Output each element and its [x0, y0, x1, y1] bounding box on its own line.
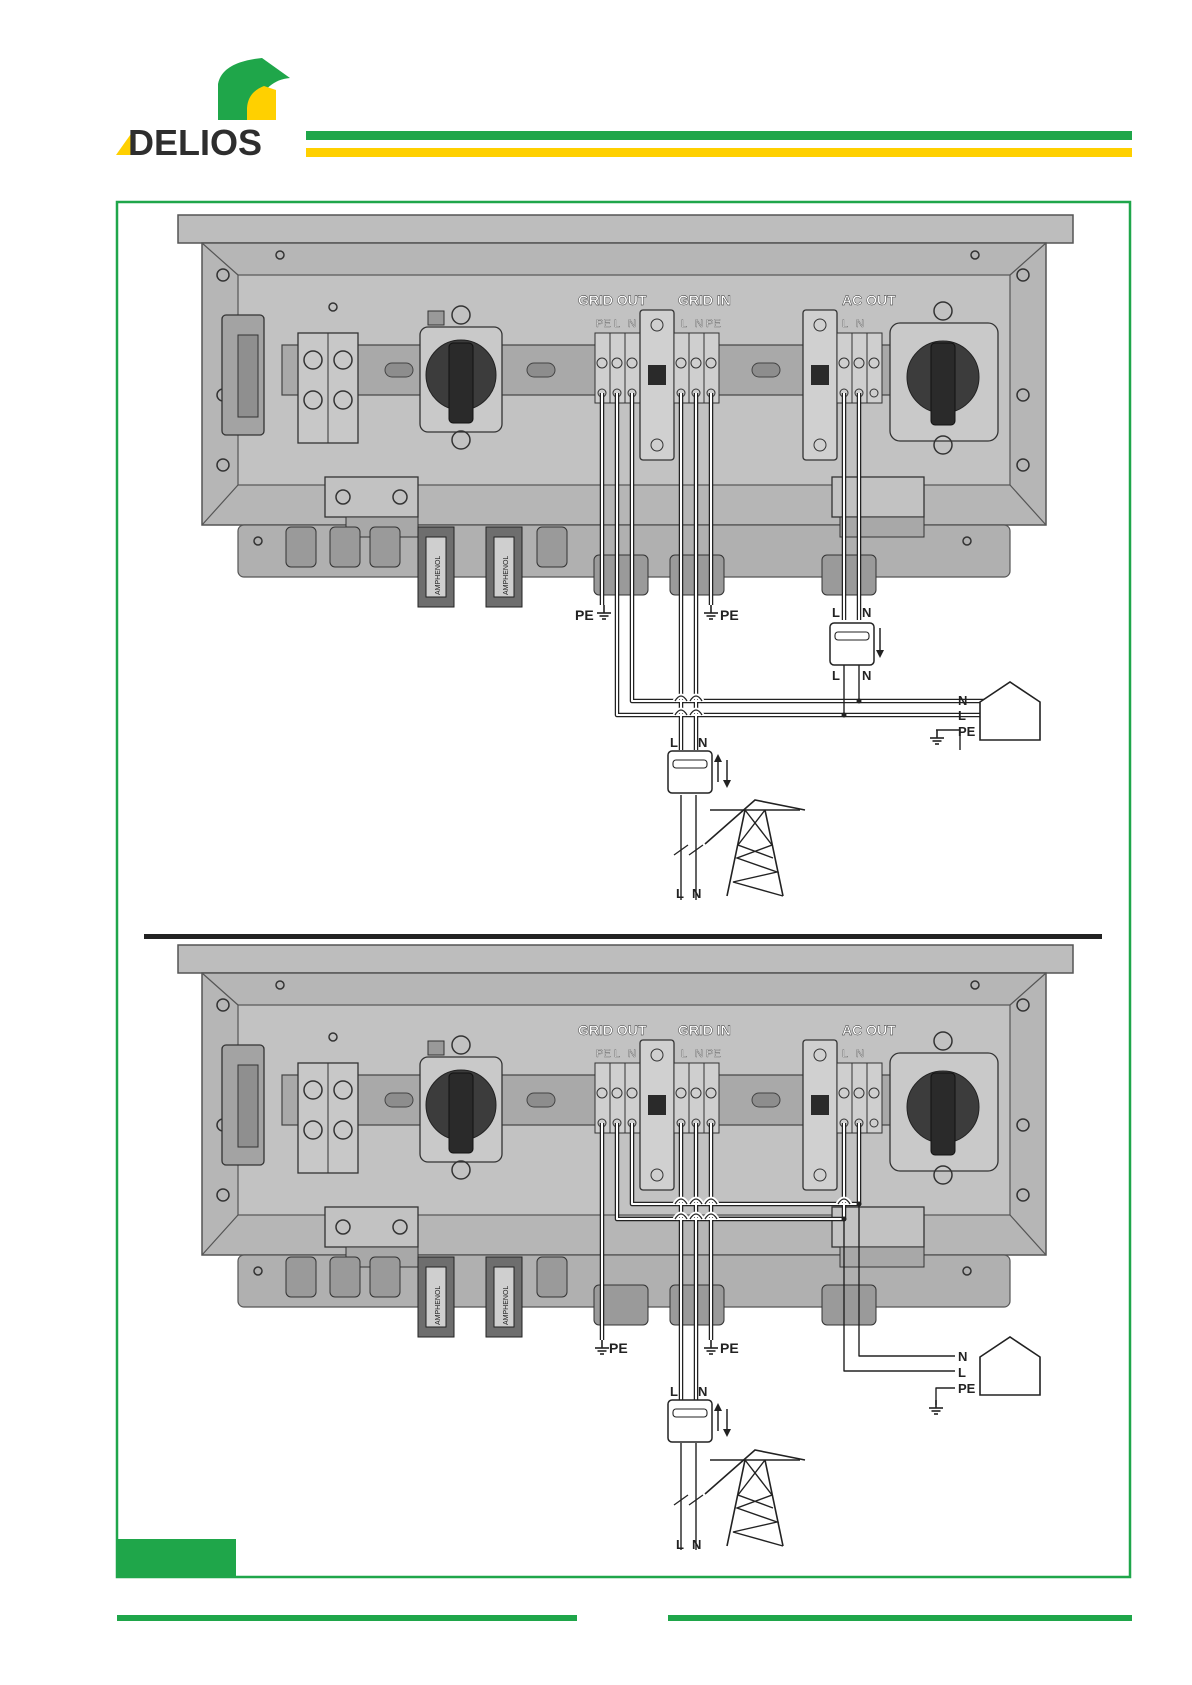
top-grid-bottom-n: N [692, 886, 701, 901]
top-connector-text-1: AMPHENOL [435, 556, 442, 595]
header-stripe-yellow [306, 148, 1132, 157]
top-label-grid-out: GRID OUT [578, 292, 647, 308]
bottom-label-grid-out: GRID OUT [578, 1022, 647, 1038]
top-house-n: N [958, 693, 967, 708]
delios-logo: DELIOS [116, 58, 290, 163]
top-term-go-pe: PE [596, 318, 611, 330]
top-term-gi-n: N [695, 318, 703, 330]
bottom-term-go-pe: PE [596, 1048, 611, 1060]
bottom-label-grid-in: GRID IN [678, 1022, 731, 1038]
top-panel: GRID OUT GRID IN AC OUT PE L N L N PE L … [178, 215, 1073, 607]
frame-corner-tab [117, 1539, 236, 1577]
bottom-term-gi-l: L [681, 1048, 687, 1060]
bottom-house-pe: PE [958, 1381, 976, 1396]
top-earth-house [930, 730, 944, 744]
bottom-grid-meter-arrows [714, 1403, 731, 1437]
bottom-grid-bottom-l: L [676, 1537, 684, 1552]
bottom-grid-bottom-n: N [692, 1537, 701, 1552]
bottom-earth-left [595, 1340, 609, 1354]
bottom-gm-l: L [670, 1384, 678, 1399]
top-pylon-icon [705, 800, 805, 896]
logo-wordmark: DELIOS [128, 122, 262, 163]
top-connector-text-2: AMPHENOL [503, 556, 510, 595]
bottom-earth-house [929, 1400, 943, 1414]
top-earth-right [704, 605, 718, 619]
top-term-ac-n: N [856, 318, 864, 330]
top-acm-top-l: L [832, 605, 840, 620]
top-grid-meter-arrows [714, 754, 731, 788]
bottom-pe-left: PE [609, 1340, 628, 1356]
bottom-term-gi-n: N [695, 1048, 703, 1060]
top-enclosure [178, 215, 1073, 607]
top-grid-meter [668, 751, 712, 793]
bottom-label-ac-out: AC OUT [842, 1022, 896, 1038]
bottom-grid-meter [668, 1400, 712, 1442]
top-term-go-n: N [628, 318, 636, 330]
top-ac-meter-arrow [876, 628, 884, 658]
bottom-term-go-n: N [628, 1048, 636, 1060]
bottom-pe-right: PE [720, 1340, 739, 1356]
top-house-pe: PE [958, 724, 976, 739]
top-label-grid-in: GRID IN [678, 292, 731, 308]
bottom-pylon-icon [705, 1450, 805, 1546]
top-acm-top-n: N [862, 605, 871, 620]
top-label-ac-out: AC OUT [842, 292, 896, 308]
top-term-ac-l: L [842, 318, 848, 330]
bottom-earth-right [704, 1340, 718, 1354]
top-ac-meter [830, 623, 874, 665]
bottom-house-icon [980, 1337, 1040, 1395]
top-term-go-l: L [614, 318, 620, 330]
bottom-panel: GRID OUT GRID IN AC OUT PE L N L N PE L … [178, 945, 1073, 1337]
bottom-term-ac-n: N [856, 1048, 864, 1060]
bottom-term-gi-pe: PE [706, 1048, 721, 1060]
bottom-term-go-l: L [614, 1048, 620, 1060]
bottom-connector-text-1: AMPHENOL [435, 1286, 442, 1325]
bottom-house-n: N [958, 1349, 967, 1364]
top-gm-n: N [698, 735, 707, 750]
bottom-enclosure [178, 945, 1073, 1337]
section-divider [144, 934, 1102, 939]
top-pe-left: PE [575, 607, 594, 623]
footer-stripe-left [117, 1615, 577, 1621]
top-acm-bot-l: L [832, 668, 840, 683]
header-stripe-green [306, 131, 1132, 140]
top-acm-bot-n: N [862, 668, 871, 683]
footer-stripe-right [668, 1615, 1132, 1621]
bottom-term-ac-l: L [842, 1048, 848, 1060]
top-gm-l: L [670, 735, 678, 750]
top-house-icon [980, 682, 1040, 740]
top-term-gi-l: L [681, 318, 687, 330]
top-earth-left [597, 605, 611, 619]
bottom-connector-text-2: AMPHENOL [503, 1286, 510, 1325]
top-pe-right: PE [720, 607, 739, 623]
top-grid-bottom-l: L [676, 886, 684, 901]
top-term-gi-pe: PE [706, 318, 721, 330]
bottom-house-l: L [958, 1365, 966, 1380]
bottom-gm-n: N [698, 1384, 707, 1399]
top-house-l: L [958, 708, 966, 723]
